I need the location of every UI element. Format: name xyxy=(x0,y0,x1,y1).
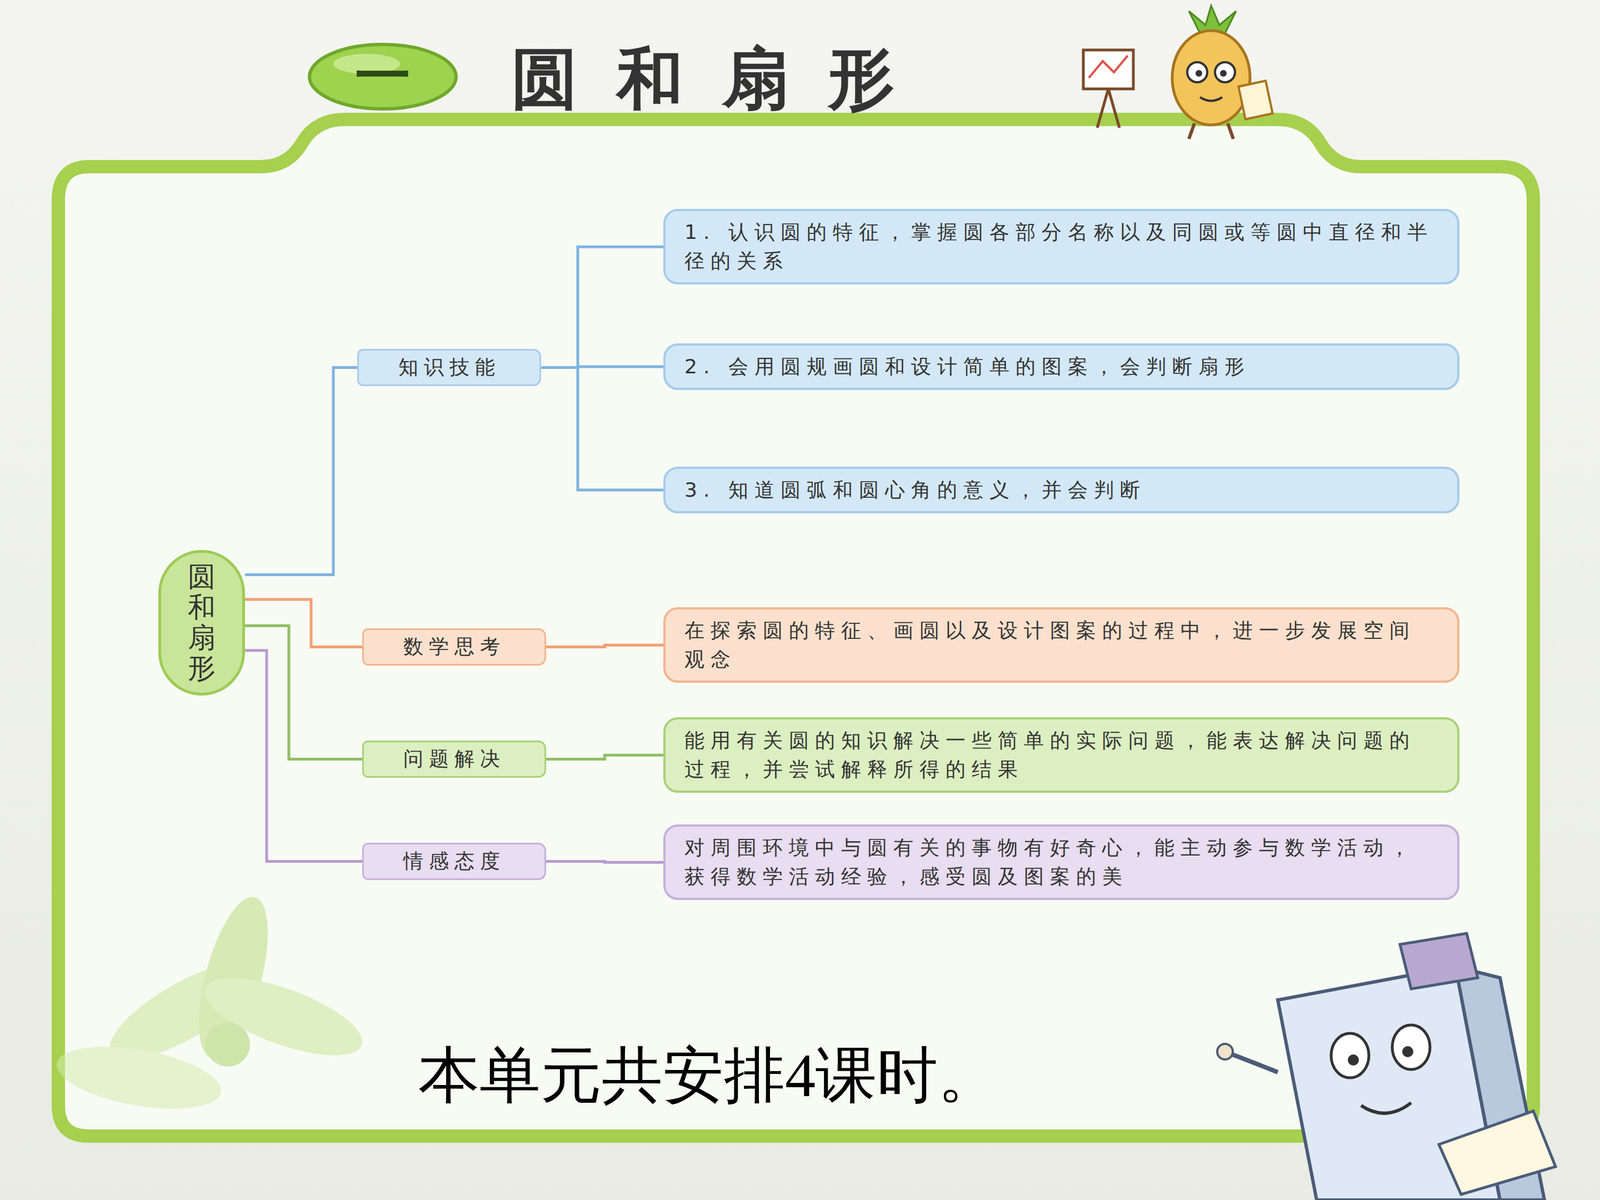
connector xyxy=(245,650,363,862)
title: 圆和扇形 xyxy=(511,34,934,125)
goal-box: 对周围环境中与圆有关的事物有好奇心，能主动参与数学活动，获得数学活动经验，感受圆… xyxy=(663,824,1460,900)
node-text: 能用有关圆的知识解决一些简单的实际问题，能表达解决问题的过程，并尝试解释所得的结… xyxy=(684,726,1439,784)
node-text: 数学思考 xyxy=(403,633,506,661)
node-text: 对周围环境中与圆有关的事物有好奇心，能主动参与数学活动，获得数学活动经验，感受圆… xyxy=(684,833,1439,892)
node-text: 情感态度 xyxy=(403,847,506,875)
goal-box: 能用有关圆的知识解决一些简单的实际问题，能表达解决问题的过程，并尝试解释所得的结… xyxy=(663,717,1460,793)
pineapple-figure xyxy=(1083,5,1273,139)
unit-number-text: 一 xyxy=(355,39,411,115)
node-text: 在探索圆的特征、画圆以及设计图案的过程中，进一步发展空间观念 xyxy=(684,616,1439,674)
connector xyxy=(245,625,363,759)
node-text: 圆和扇形 xyxy=(187,561,216,684)
branch-box: 问题解决 xyxy=(362,740,547,778)
connector xyxy=(245,599,363,647)
node-text: 3. 知道圆弧和圆心角的意义，并会判断 xyxy=(684,475,1147,505)
branch-box: 知识技能 xyxy=(357,348,542,387)
node-text: 2. 会用圆规画圆和设计简单的图案，会判断扇形 xyxy=(684,352,1251,382)
connector xyxy=(546,861,664,863)
leaf-decoration xyxy=(52,890,372,1120)
node-text: 1. 认识圆的特征，掌握圆各部分名称以及同圆或等圆中直径和半径的关系 xyxy=(684,217,1439,276)
branch-box: 数学思考 xyxy=(362,628,547,666)
branch-box: 情感态度 xyxy=(362,842,547,880)
connector xyxy=(245,367,358,575)
root-node: 圆和扇形 xyxy=(158,550,245,696)
node-text: 知识技能 xyxy=(398,353,501,382)
goal-box: 2. 会用圆规画圆和设计简单的图案，会判断扇形 xyxy=(663,343,1460,390)
frame xyxy=(58,119,1534,1137)
goal-box: 3. 知道圆弧和圆心角的意义，并会判断 xyxy=(663,466,1460,514)
goal-box: 1. 认识圆的特征，掌握圆各部分名称以及同圆或等圆中直径和半径的关系 xyxy=(663,208,1460,285)
connector xyxy=(541,246,664,368)
connector xyxy=(546,755,664,759)
caption: 本单元共安排4课时。 xyxy=(418,1034,999,1118)
connector xyxy=(541,367,664,491)
book-figure xyxy=(1217,933,1556,1200)
node-text: 问题解决 xyxy=(403,745,506,773)
unit-number: 一 xyxy=(311,46,455,108)
goal-box: 在探索圆的特征、画圆以及设计图案的过程中，进一步发展空间观念 xyxy=(663,607,1460,683)
connector xyxy=(546,645,664,647)
